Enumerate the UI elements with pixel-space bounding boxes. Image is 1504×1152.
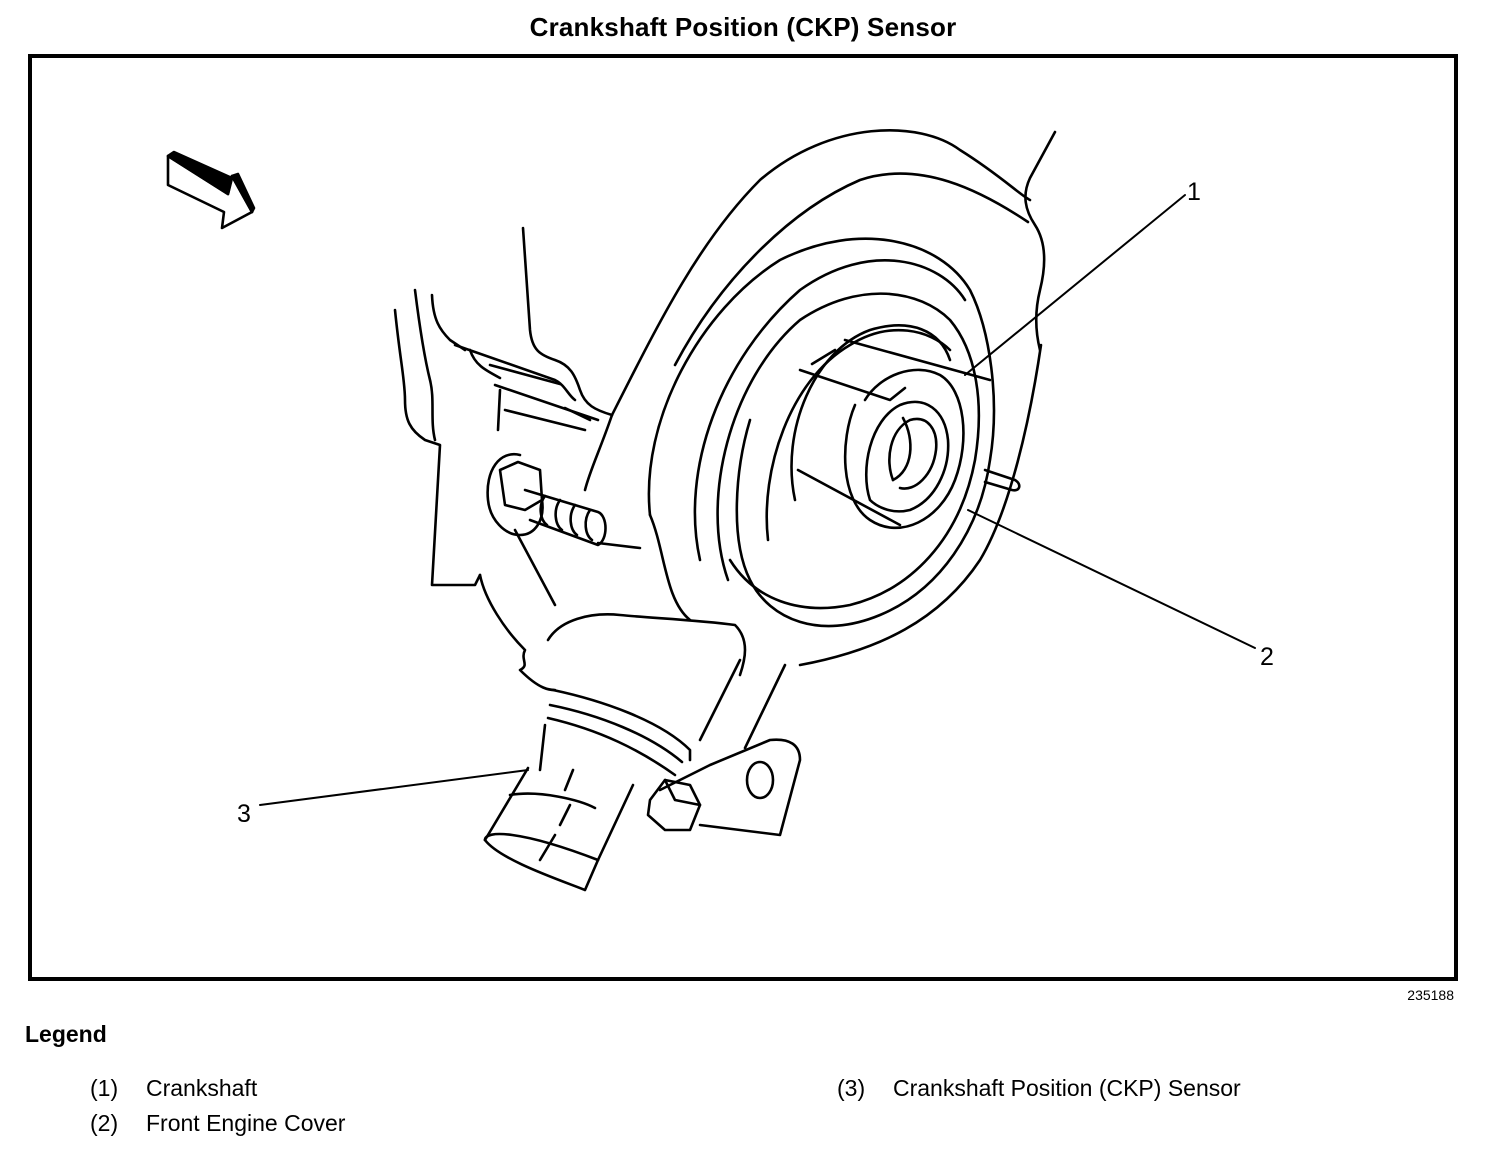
legend-item: (3) Crankshaft Position (CKP) Sensor: [837, 1075, 1241, 1102]
stud-bolt: [486, 452, 642, 607]
legend-item-text: Front Engine Cover: [146, 1110, 346, 1136]
legend-item: (2) Front Engine Cover: [90, 1110, 345, 1137]
legend-item-text: Crankshaft: [146, 1075, 258, 1101]
ckp-sensor: [483, 688, 802, 892]
figure-id: 235188: [1407, 987, 1454, 1003]
crankshaft: [790, 324, 1021, 530]
legend-title: Legend: [25, 1021, 107, 1047]
legend-item: (1) Crankshaft: [90, 1075, 257, 1102]
callout-3: 3: [237, 800, 251, 828]
leader-lines: [259, 194, 1256, 806]
front-engine-cover: [583, 129, 1057, 667]
legend-item-number: (3): [837, 1075, 866, 1101]
illustration-frame: [28, 54, 1458, 981]
legend-item-number: (1): [90, 1075, 119, 1101]
diagram-title: Crankshaft Position (CKP) Sensor: [529, 12, 957, 42]
legend-item-number: (2): [90, 1110, 119, 1136]
legend-item-text: Crankshaft Position (CKP) Sensor: [893, 1075, 1241, 1101]
view-direction-arrow-icon: [166, 150, 256, 230]
callout-1: 1: [1187, 178, 1201, 206]
callout-2: 2: [1260, 643, 1274, 671]
engine-block: [393, 226, 787, 750]
